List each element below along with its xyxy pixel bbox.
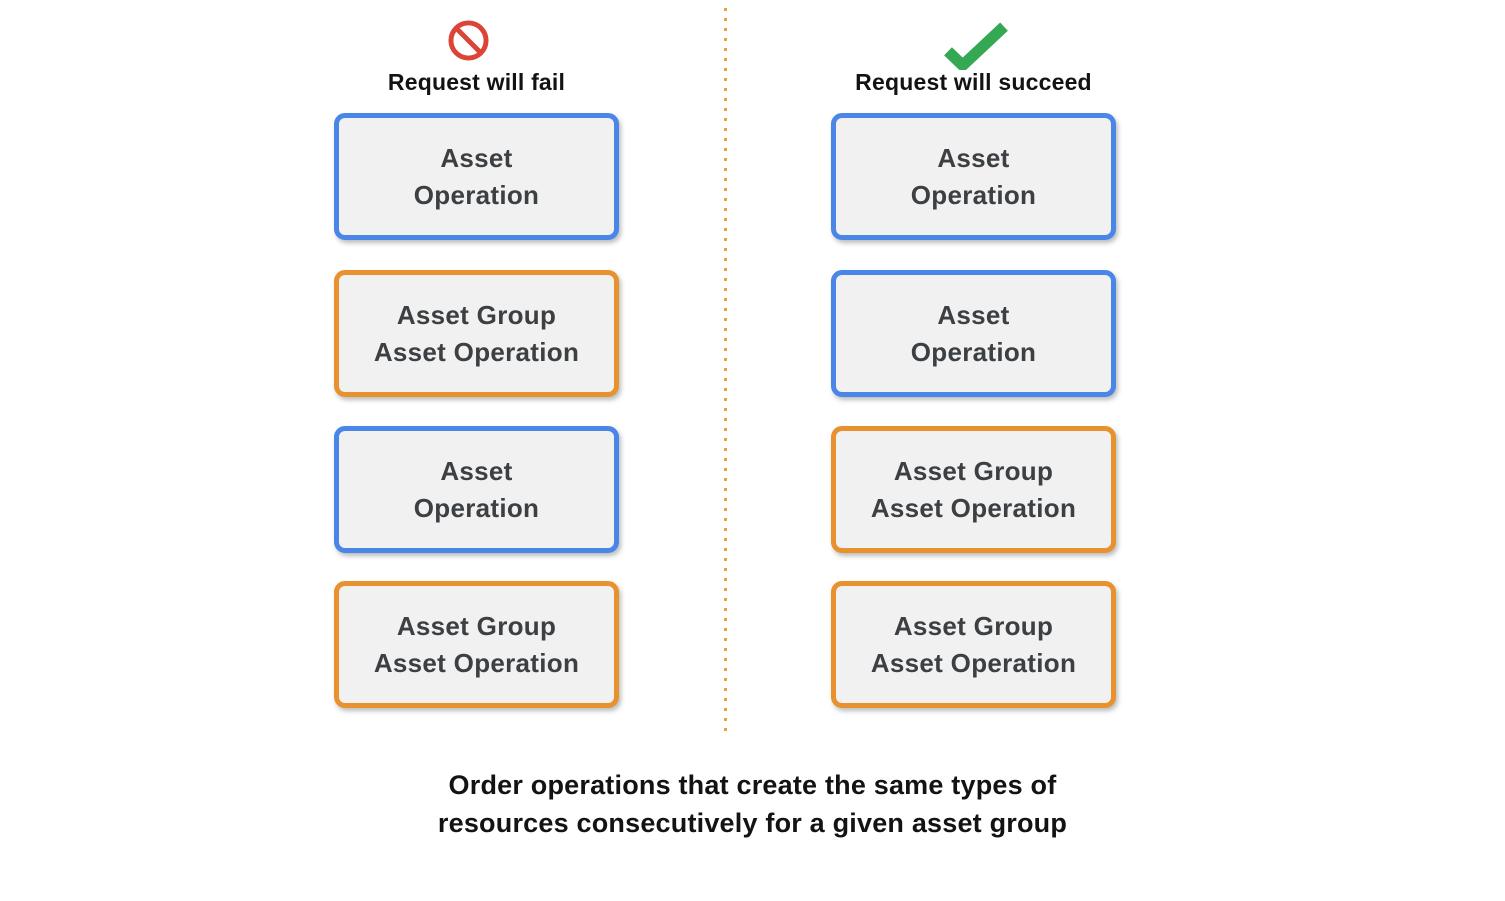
box-label-line: Asset xyxy=(440,455,513,486)
box-asset-operation: Asset Operation xyxy=(334,426,619,553)
box-label-line: Asset xyxy=(937,142,1010,173)
box-label-line: Asset Group xyxy=(893,455,1054,486)
box-asset-group-asset-operation: Asset Group Asset Operation xyxy=(334,270,619,397)
box-asset-operation: Asset Operation xyxy=(831,113,1116,240)
box-label-line: Operation xyxy=(413,179,540,210)
box-label-line: Asset xyxy=(440,142,513,173)
fail-column-header: Request will fail xyxy=(387,69,566,95)
caption-line-1: Order operations that create the same ty… xyxy=(448,770,1057,800)
succeed-column-header: Request will succeed xyxy=(855,69,1092,95)
box-asset-operation: Asset Operation xyxy=(334,113,619,240)
box-asset-group-asset-operation: Asset Group Asset Operation xyxy=(831,581,1116,708)
prohibition-icon xyxy=(448,20,489,61)
box-label-line: Asset Operation xyxy=(870,647,1077,678)
box-label-line: Operation xyxy=(910,179,1037,210)
box-asset-group-asset-operation: Asset Group Asset Operation xyxy=(831,426,1116,553)
box-label-line: Asset Group xyxy=(893,610,1054,641)
box-label-line: Asset xyxy=(937,299,1010,330)
caption: Order operations that create the same ty… xyxy=(0,766,1505,842)
box-label-line: Asset Group xyxy=(396,299,557,330)
box-label-line: Operation xyxy=(413,492,540,523)
caption-line-2: resources consecutively for a given asse… xyxy=(437,808,1068,838)
box-label-line: Operation xyxy=(910,336,1037,367)
box-label-line: Asset Group xyxy=(396,610,557,641)
column-divider-dotted-line xyxy=(724,8,727,738)
box-label-line: Asset Operation xyxy=(373,647,580,678)
box-label-line: Asset Operation xyxy=(870,492,1077,523)
box-asset-group-asset-operation: Asset Group Asset Operation xyxy=(334,581,619,708)
box-label-line: Asset Operation xyxy=(373,336,580,367)
checkmark-icon xyxy=(944,22,1008,70)
box-asset-operation: Asset Operation xyxy=(831,270,1116,397)
